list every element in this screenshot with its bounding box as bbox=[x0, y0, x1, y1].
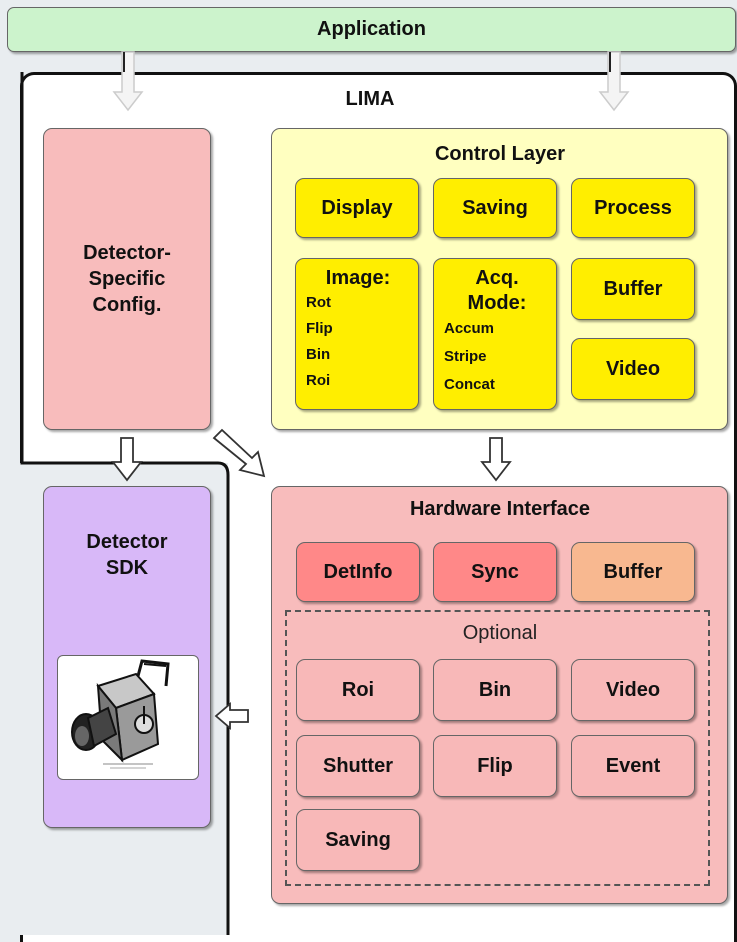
config-to-hw-arrow bbox=[212, 428, 266, 478]
detinfo-box: DetInfo bbox=[296, 542, 420, 602]
detector-config-line1: Detector- bbox=[83, 242, 171, 264]
hw-to-sdk-arrow bbox=[214, 702, 249, 730]
shutter-box: Shutter bbox=[296, 735, 420, 797]
optional-region bbox=[285, 610, 710, 886]
process-label: Process bbox=[594, 196, 672, 219]
cl-video-box: Video bbox=[571, 338, 695, 400]
hw-video-label: Video bbox=[605, 678, 661, 701]
acq-item: Accum bbox=[444, 320, 495, 337]
camera-clipart-icon bbox=[57, 655, 199, 780]
lima-label: LIMA bbox=[345, 88, 395, 110]
image-item: Rot bbox=[306, 294, 331, 311]
detector-sdk-line1: Detector bbox=[86, 531, 168, 553]
hw-buffer-label: Buffer bbox=[603, 560, 663, 583]
image-item: Bin bbox=[306, 346, 331, 363]
bin-box: Bin bbox=[433, 659, 557, 721]
application-box: Application bbox=[7, 7, 736, 52]
roi-box: Roi bbox=[296, 659, 420, 721]
hw-video-box: Video bbox=[571, 659, 695, 721]
image-item: Roi bbox=[306, 372, 331, 389]
bin-label: Bin bbox=[478, 678, 512, 701]
hw-saving-box: Saving bbox=[296, 809, 420, 871]
detector-sdk-line2: SDK bbox=[105, 557, 149, 579]
acq-title-1: Acq. bbox=[475, 267, 519, 289]
process-box: Process bbox=[571, 178, 695, 238]
display-box: Display bbox=[295, 178, 419, 238]
sync-label: Sync bbox=[471, 560, 519, 583]
detector-config-box: Detector- Specific Config. bbox=[43, 128, 211, 430]
image-title: Image: bbox=[325, 267, 391, 289]
application-label: Application bbox=[317, 18, 426, 40]
cl-buffer-box: Buffer bbox=[571, 258, 695, 320]
acq-item: Stripe bbox=[444, 348, 487, 365]
flip-box: Flip bbox=[433, 735, 557, 797]
image-box: Image: Rot Flip Bin Roi bbox=[295, 258, 419, 410]
control-layer-title: Control Layer bbox=[434, 143, 566, 165]
flip-label: Flip bbox=[477, 754, 513, 777]
saving-box: Saving bbox=[433, 178, 557, 238]
optional-label: Optional bbox=[462, 622, 538, 644]
acq-mode-box: Acq. Mode: Accum Stripe Concat bbox=[433, 258, 557, 410]
hw-saving-label: Saving bbox=[325, 828, 391, 851]
cl-video-label: Video bbox=[605, 357, 661, 380]
app-left-arrow bbox=[112, 51, 144, 112]
image-item: Flip bbox=[306, 320, 333, 337]
hardware-interface-title: Hardware Interface bbox=[409, 498, 591, 520]
hw-buffer-box: Buffer bbox=[571, 542, 695, 602]
acq-title-2: Mode: bbox=[467, 292, 527, 314]
control-to-hw-arrow bbox=[480, 437, 512, 482]
event-label: Event bbox=[605, 754, 661, 777]
display-label: Display bbox=[321, 196, 393, 219]
cl-buffer-label: Buffer bbox=[603, 277, 663, 300]
saving-label: Saving bbox=[462, 196, 528, 219]
roi-label: Roi bbox=[341, 678, 375, 701]
acq-item: Concat bbox=[444, 376, 495, 393]
detector-config-line2: Specific bbox=[88, 268, 166, 290]
shutter-label: Shutter bbox=[323, 754, 393, 777]
sync-box: Sync bbox=[433, 542, 557, 602]
detinfo-label: DetInfo bbox=[323, 560, 393, 583]
event-box: Event bbox=[571, 735, 695, 797]
detector-config-line3: Config. bbox=[92, 294, 162, 316]
config-to-sdk-arrow bbox=[111, 437, 143, 482]
app-right-arrow bbox=[598, 51, 630, 112]
